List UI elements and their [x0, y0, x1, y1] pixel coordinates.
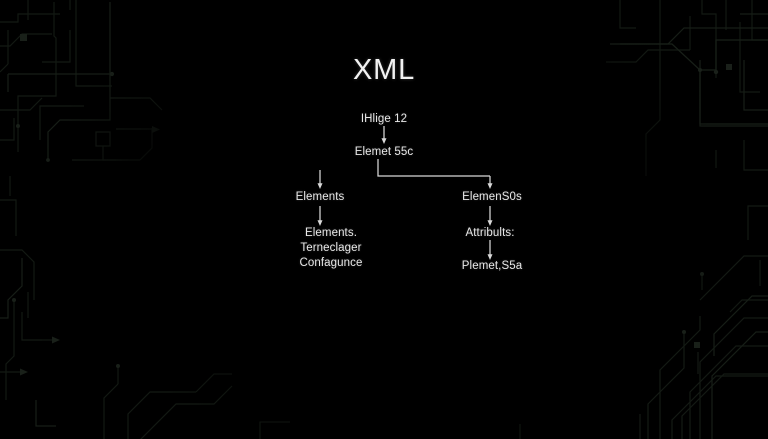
node-root: IHlige 12 — [360, 113, 408, 125]
node-right-third: Plemet,S5a — [461, 260, 523, 272]
node-right-second: Attribults: — [465, 227, 515, 239]
node-second: Elemet 55c — [354, 146, 414, 158]
node-right-first: ElemenS0s — [462, 191, 522, 203]
node-left-first: Elements — [295, 191, 345, 203]
connector-branch-bar — [377, 159, 490, 177]
node-left-second: Elements. Terneclager Confagunce — [299, 227, 363, 269]
page-title: XML — [352, 54, 416, 86]
